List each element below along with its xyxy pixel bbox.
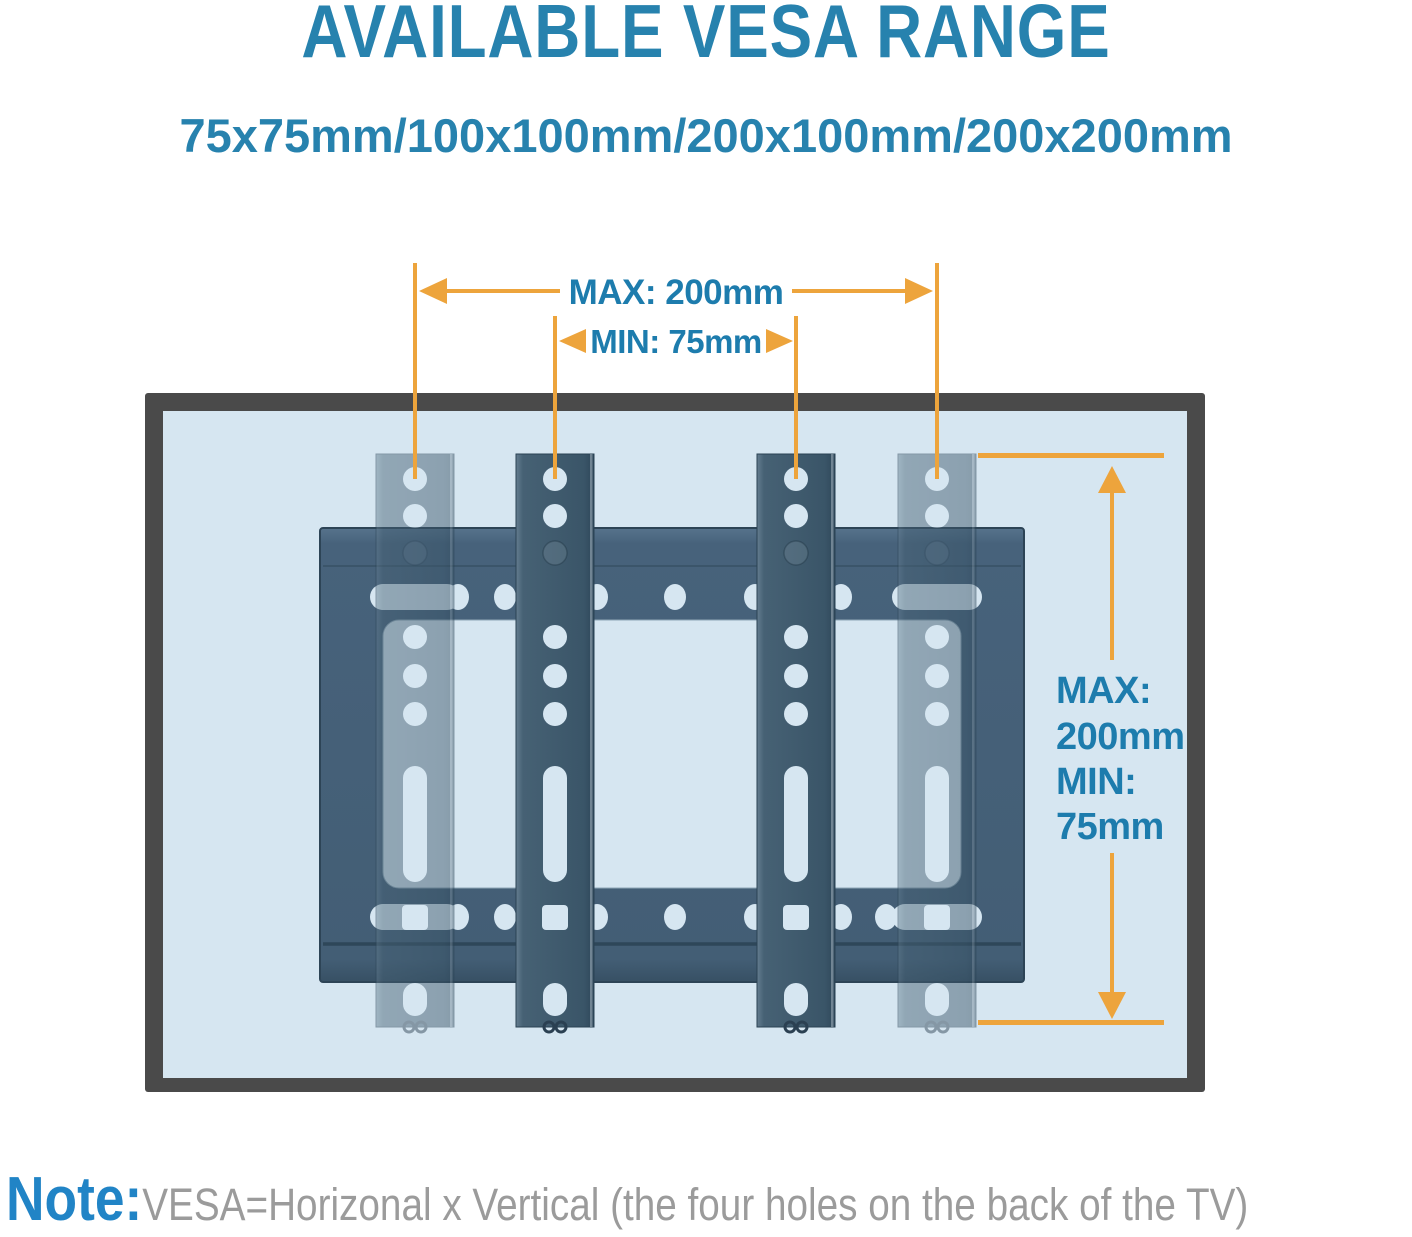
note: Note:VESA=Horizonal x Vertical (the four… bbox=[6, 1164, 1248, 1235]
page-title: AVAILABLE VESA RANGE bbox=[301, 0, 1111, 73]
vertical-label-min: MIN: bbox=[1056, 761, 1136, 803]
note-prefix: Note: bbox=[6, 1165, 143, 1234]
vertical-dimension: MAX: 200mm MIN: 75mm bbox=[978, 453, 1185, 1025]
plate-window bbox=[382, 619, 962, 889]
page-subtitle: 75x75mm/100x100mm/200x100mm/200x200mm bbox=[179, 109, 1233, 162]
plate-hole-row-bottom bbox=[370, 904, 982, 930]
vertical-label-min-value: 75mm bbox=[1056, 806, 1164, 848]
vertical-label-max-value: 200mm bbox=[1056, 716, 1184, 758]
horizontal-max-dimension: MAX: 200mm bbox=[419, 273, 933, 312]
max-horizontal-label: MAX: 200mm bbox=[569, 273, 784, 312]
note-text: VESA=Horizonal x Vertical (the four hole… bbox=[142, 1179, 1249, 1230]
extension-lines bbox=[413, 263, 939, 479]
rail-outer-left-ghost bbox=[374, 452, 456, 1034]
horizontal-min-dimension: MIN: 75mm bbox=[559, 323, 793, 360]
min-horizontal-label: MIN: 75mm bbox=[590, 323, 762, 360]
vertical-label-max: MAX: bbox=[1056, 670, 1151, 712]
rail-outer-right-ghost bbox=[896, 452, 978, 1034]
rail-inner-left bbox=[514, 452, 596, 1034]
rail-inner-right bbox=[755, 452, 837, 1034]
